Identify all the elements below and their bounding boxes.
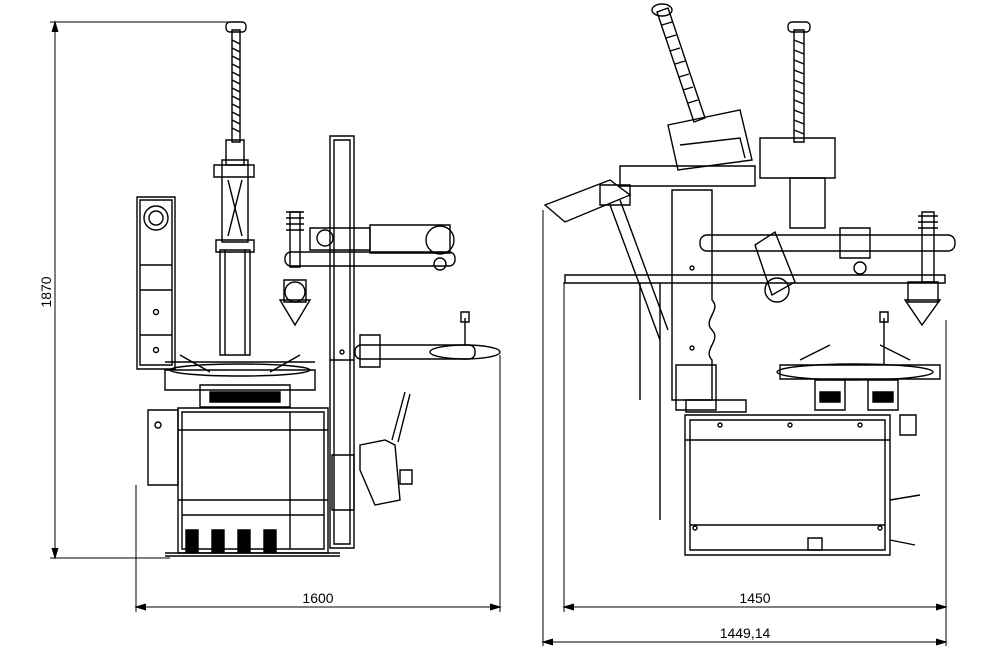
front-view-dimensions [50, 22, 500, 612]
height-dimension-label: 1870 [38, 276, 54, 307]
front-width-dimension-label: 1600 [302, 590, 333, 606]
side-width-dimension-label: 1450 [739, 590, 770, 606]
side-view-dimensions [543, 210, 946, 646]
side-overall-width-dimension-label: 1449,14 [720, 625, 771, 641]
side-view-machine [545, 4, 955, 555]
front-view-machine [137, 22, 500, 556]
